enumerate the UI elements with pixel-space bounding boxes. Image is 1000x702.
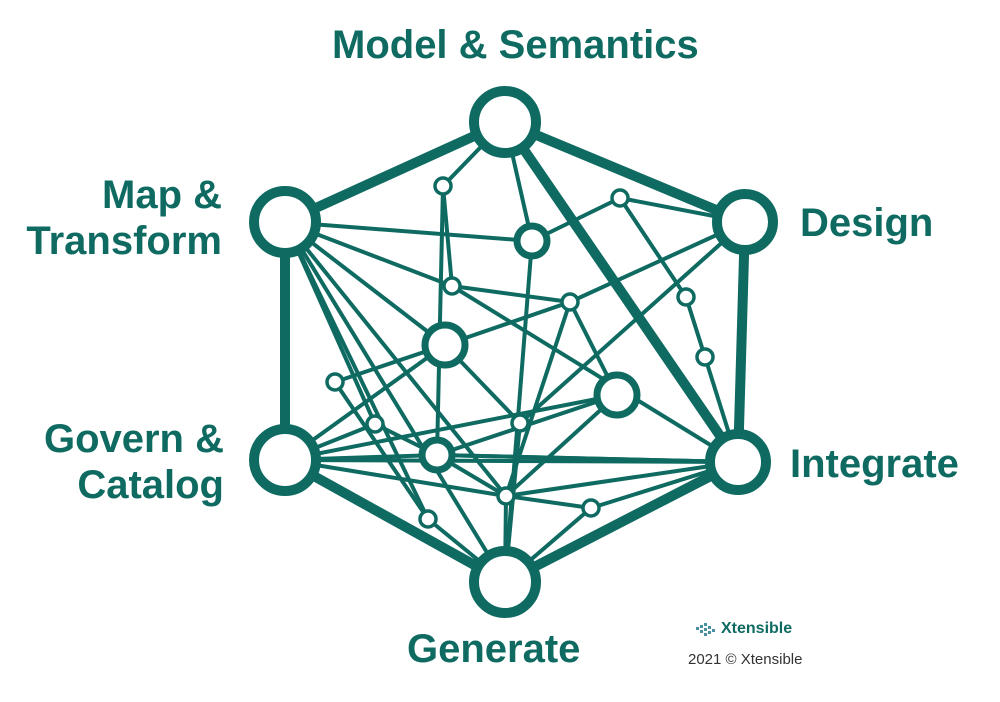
edge-line: [450, 284, 572, 304]
network-node: [593, 371, 641, 419]
edge-line: [283, 393, 619, 462]
hub-node-top: [469, 86, 541, 158]
edge-line: [283, 220, 377, 426]
network-node: [365, 414, 385, 434]
label-generate: Generate: [407, 627, 581, 671]
edge-line: [504, 393, 619, 498]
network-node: [442, 276, 462, 296]
network-node: [433, 176, 453, 196]
edge-line: [280, 117, 510, 227]
network-node: [510, 413, 530, 433]
edge-line: [283, 220, 508, 498]
network-node: [695, 347, 715, 367]
edge-line: [733, 217, 750, 467]
xtensible-logo: Xtensible: [694, 620, 792, 638]
edge-line: [283, 220, 507, 584]
network-node: [418, 436, 456, 474]
edge-line: [504, 494, 593, 510]
label-model-semantics: Model & Semantics: [332, 23, 699, 67]
label-map-line1: Map &: [102, 173, 222, 217]
edge-line: [283, 458, 508, 498]
network-node: [560, 292, 580, 312]
edge-line: [435, 453, 740, 464]
copyright-text: 2021 © Xtensible: [688, 651, 803, 668]
hub-node-lr: [705, 429, 771, 495]
edge-line: [333, 380, 430, 521]
network-node: [325, 372, 345, 392]
network-node: [610, 188, 630, 208]
label-map-transform: Map & Transform: [18, 172, 222, 264]
edge-line: [504, 460, 740, 498]
hub-node-ll: [249, 424, 321, 496]
network-node: [496, 486, 516, 506]
label-integrate: Integrate: [790, 442, 959, 486]
edge-line: [684, 295, 707, 359]
network-node: [676, 287, 696, 307]
network-node: [581, 498, 601, 518]
hub-node-ul: [249, 186, 321, 258]
edge-line: [618, 196, 688, 299]
edge-line: [280, 455, 510, 587]
edge-line: [450, 284, 740, 464]
edge-line: [518, 220, 747, 425]
label-govern-line2: Catalog: [77, 463, 224, 507]
hub-node-ur: [712, 189, 778, 255]
hub-node-bot: [469, 546, 541, 618]
label-govern-catalog: Govern & Catalog: [30, 416, 224, 508]
edge-line: [500, 457, 743, 587]
edge-line: [283, 220, 534, 243]
network-node: [421, 321, 469, 369]
network-node: [418, 509, 438, 529]
xtensible-mesh-icon: [696, 623, 715, 636]
label-design: Design: [800, 201, 934, 245]
network-node: [513, 222, 551, 260]
xtensible-logo-text: Xtensible: [721, 620, 793, 637]
label-map-line2: Transform: [26, 219, 222, 263]
edge-line: [500, 117, 743, 467]
edge-line: [500, 117, 750, 227]
label-govern-line1: Govern &: [43, 417, 224, 461]
